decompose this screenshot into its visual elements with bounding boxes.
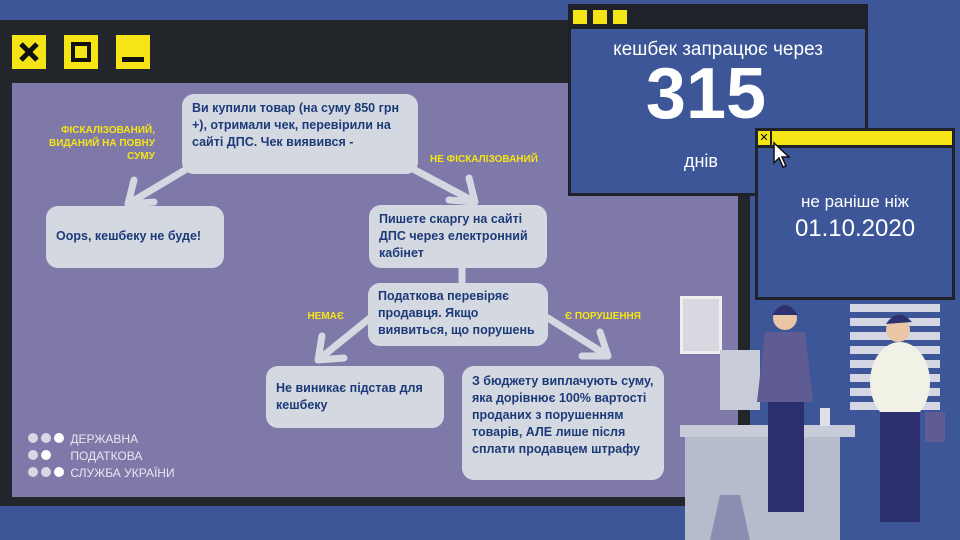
maximize-icon[interactable] bbox=[593, 10, 607, 24]
label-violation: Є ПОРУШЕННЯ bbox=[565, 311, 641, 322]
label-none: НЕМАЄ bbox=[307, 311, 344, 322]
cursor-icon bbox=[773, 141, 791, 168]
start-box: Ви купили товар (на суму 850 грн +), отр… bbox=[182, 94, 418, 174]
check-box: Податкова перевіряє продавця. Якщо вияви… bbox=[368, 283, 548, 346]
close-icon[interactable]: ✕ bbox=[758, 131, 772, 145]
title-bar bbox=[571, 7, 865, 29]
complaint-box: Пишете скаргу на сайті ДПС через електро… bbox=[369, 205, 547, 268]
oops-box: Oops, кешбеку не буде! bbox=[46, 206, 224, 268]
no-basis-box: Не виникає підстав для кешбеку bbox=[266, 366, 444, 428]
title-bar: ✕ bbox=[758, 131, 952, 148]
date-title: не раніше ніж bbox=[801, 192, 909, 211]
days-number: 315 bbox=[645, 54, 767, 134]
wall-switch bbox=[680, 296, 722, 354]
logo-line: ПОДАТКОВА bbox=[28, 449, 142, 463]
close-icon[interactable] bbox=[12, 35, 46, 69]
cashback-title: кешбек запрацює через bbox=[613, 39, 823, 60]
minimize-icon[interactable] bbox=[613, 10, 627, 24]
label-not-fiscal: НЕ ФІСКАЛІЗОВАНИЙ bbox=[430, 154, 538, 165]
logo-line: ДЕРЖАВНА bbox=[28, 432, 138, 446]
minimize-icon[interactable] bbox=[116, 35, 150, 69]
date-value: 01.10.2020 bbox=[794, 215, 916, 242]
logo-line: СЛУЖБА УКРАЇНИ bbox=[28, 466, 175, 480]
maximize-icon[interactable] bbox=[64, 35, 98, 69]
days-unit: днів bbox=[683, 151, 718, 171]
label-fiscal: ФІСКАЛІЗОВАНИЙ, ВИДАНИЙ НА ПОВНУ СУМУ bbox=[49, 125, 155, 162]
date-window: ✕ не раніше ніж 01.10.2020 bbox=[755, 128, 955, 300]
flow-arrows bbox=[124, 166, 612, 364]
payout-box: З бюджету виплачують суму, яка дорівнює … bbox=[462, 366, 664, 480]
office-illustration bbox=[680, 304, 945, 540]
close-icon[interactable] bbox=[573, 10, 587, 24]
